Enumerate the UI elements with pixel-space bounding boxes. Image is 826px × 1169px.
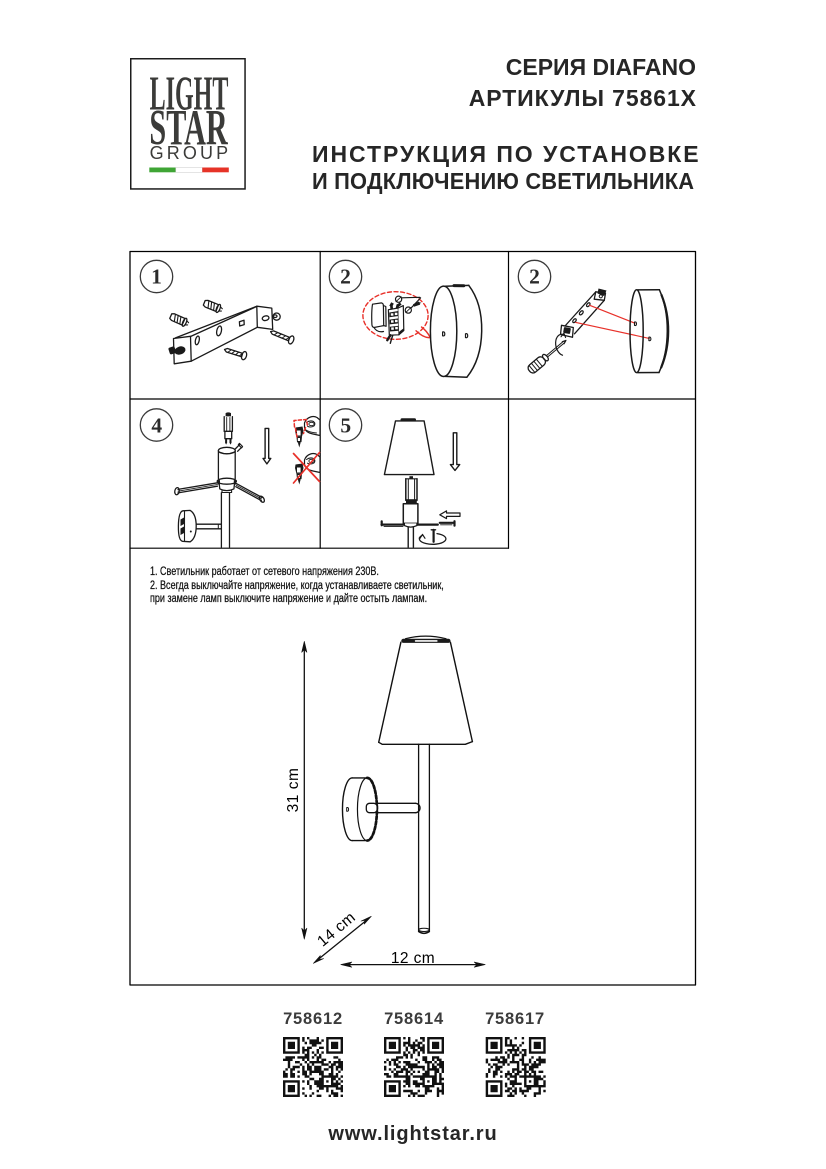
svg-text:STAR: STAR bbox=[149, 101, 228, 157]
svg-text:2: 2 bbox=[340, 265, 351, 289]
svg-text:1: 1 bbox=[151, 265, 162, 289]
svg-text:2: 2 bbox=[529, 265, 540, 289]
svg-text:4: 4 bbox=[151, 413, 162, 437]
svg-text:LIGHT: LIGHT bbox=[150, 67, 229, 120]
svg-text:GROUP: GROUP bbox=[150, 143, 229, 163]
svg-text:5: 5 bbox=[340, 413, 351, 437]
